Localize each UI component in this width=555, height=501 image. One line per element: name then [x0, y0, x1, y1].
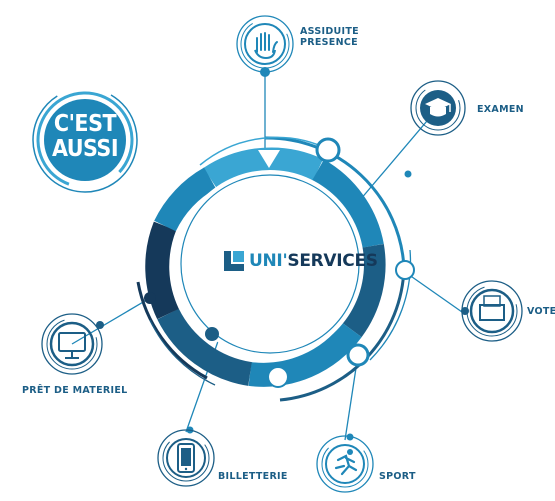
service-icons	[41, 15, 523, 493]
uniservices-logo: UNI'SERVICES	[224, 250, 378, 272]
label-assiduite-line-2: PRESENCE	[300, 37, 358, 48]
brand-apostrophe: '	[282, 251, 288, 271]
uniservices-wordmark: UNI'SERVICES	[249, 251, 378, 271]
label-billetterie: BILLETTERIE	[218, 471, 288, 482]
graduation-cap-icon	[410, 80, 466, 136]
label-pret-line-1: PRÊT DE MATERIEL	[22, 385, 128, 396]
running-figure-icon	[316, 435, 374, 493]
monitor-icon	[41, 313, 103, 375]
mobile-phone-icon	[157, 429, 215, 487]
brand-services: SERVICES	[287, 251, 378, 271]
badge-line-2: AUSSI	[51, 136, 119, 162]
label-vote-line-1: VOTE	[527, 306, 555, 317]
uniservices-mark-icon	[224, 251, 244, 271]
label-examen: EXAMEN	[477, 104, 524, 115]
label-assiduite-line-1: ASSIDUITE	[300, 26, 359, 37]
ballot-box-icon	[461, 280, 523, 342]
raised-hand-icon	[236, 15, 294, 73]
cest-aussi-badge	[32, 87, 138, 193]
label-assiduite: ASSIDUITE PRESENCE	[300, 26, 359, 48]
label-sport: SPORT	[379, 471, 416, 482]
cest-aussi-text: C'EST AUSSI	[40, 112, 130, 162]
hub-donut-ring	[145, 147, 386, 387]
brand-uni: UNI	[249, 251, 283, 271]
label-examen-line-1: EXAMEN	[477, 104, 524, 115]
connector-lines	[71, 70, 463, 441]
label-billetterie-line-1: BILLETTERIE	[218, 471, 288, 482]
label-vote: VOTE	[527, 306, 555, 317]
label-pret-de-materiel: PRÊT DE MATERIEL	[22, 385, 127, 396]
badge-line-1: C'EST	[53, 111, 117, 137]
label-sport-line-1: SPORT	[379, 471, 416, 482]
